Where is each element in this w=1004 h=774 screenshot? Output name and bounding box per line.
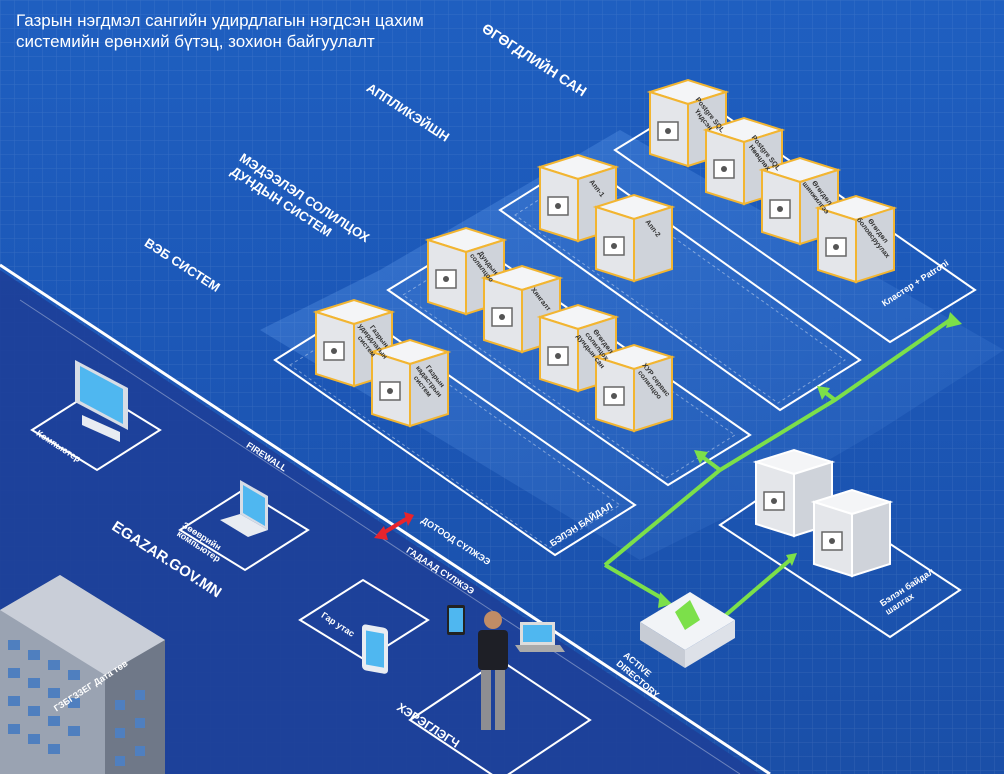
server-app-1 xyxy=(536,153,620,243)
laptop-icon xyxy=(220,480,268,537)
platform-phone xyxy=(298,578,430,662)
datacenter-building xyxy=(0,575,165,774)
server-app-2 xyxy=(592,193,676,283)
connection-arrows xyxy=(603,318,952,622)
arrow-heads xyxy=(658,312,962,627)
computer-icon xyxy=(75,360,128,442)
platform-user xyxy=(408,658,592,774)
network-boundary-line xyxy=(0,263,771,774)
diagram-title: Газрын нэгдмэл сангийн удирдлагын нэгдсэ… xyxy=(16,11,424,51)
active-directory-server-icon xyxy=(640,592,735,668)
user-person-icon xyxy=(447,605,565,730)
server-db-4 xyxy=(814,194,898,284)
user-zone xyxy=(0,270,760,774)
server-web-2 xyxy=(368,338,452,428)
server-exchange-4 xyxy=(592,343,676,433)
firewall-arrow-icon xyxy=(374,512,414,540)
platform-laptop xyxy=(178,488,310,572)
server-exchange-3 xyxy=(536,303,620,393)
server-backup-2 xyxy=(810,488,894,578)
phone-icon xyxy=(362,624,388,674)
platform-computer xyxy=(30,388,162,472)
